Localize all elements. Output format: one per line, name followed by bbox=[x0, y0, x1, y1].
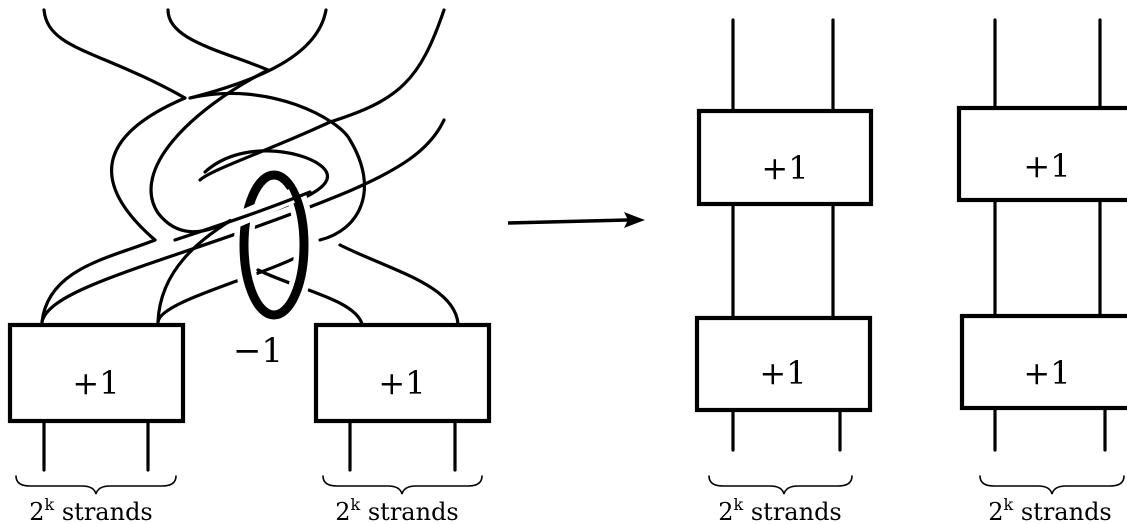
strand-base: 2 bbox=[29, 498, 44, 524]
strand-label: 2k strands bbox=[718, 495, 842, 524]
strand-exp: k bbox=[351, 495, 361, 514]
diagonal-band-b bbox=[156, 248, 312, 324]
strand-s1 bbox=[42, 8, 187, 100]
strand-base: 2 bbox=[335, 498, 350, 524]
strand-label: 2k strands bbox=[988, 495, 1112, 524]
strand-word: strands bbox=[1013, 498, 1112, 524]
box-frame bbox=[959, 313, 1127, 411]
strand-base: 2 bbox=[988, 498, 1003, 524]
strand-label: 2k strands bbox=[29, 495, 153, 524]
diagonal-band-a bbox=[40, 118, 446, 324]
left-diagram: +1 +1 −1 2k strands 2k strands bbox=[7, 8, 492, 524]
left-brace-1: 2k strands bbox=[15, 475, 177, 524]
strand-s3 bbox=[188, 8, 328, 100]
surgery-ring bbox=[173, 163, 314, 327]
box-frame bbox=[313, 322, 492, 424]
twisted-strands bbox=[40, 8, 460, 326]
strand-lower-right-b bbox=[338, 243, 460, 326]
strand-lower-right-a bbox=[256, 268, 364, 326]
box-label: +1 bbox=[72, 364, 119, 402]
strand-base: 2 bbox=[718, 498, 733, 524]
arrow-shaft bbox=[507, 218, 629, 225]
overpass-strand bbox=[173, 190, 312, 242]
band-upper-edge bbox=[40, 238, 157, 324]
strand-word: strands bbox=[743, 498, 842, 524]
strand-exp: k bbox=[1004, 495, 1014, 514]
transform-arrow bbox=[507, 212, 645, 228]
box-frame bbox=[696, 108, 874, 207]
box-label: +1 bbox=[1023, 147, 1070, 185]
ring-curve bbox=[239, 170, 309, 320]
box-label: +1 bbox=[378, 364, 425, 402]
right-column-2: +1 +1 2k strands bbox=[956, 18, 1127, 524]
strand-word: strands bbox=[360, 498, 459, 524]
box-frame bbox=[7, 322, 186, 424]
left-box-1: +1 bbox=[7, 322, 186, 472]
box-label: +1 bbox=[1023, 354, 1070, 392]
box-frame bbox=[956, 105, 1127, 203]
right-column-1: +1 +1 2k strands bbox=[694, 18, 874, 524]
right-diagram: +1 +1 2k strands +1 +1 2 bbox=[694, 18, 1127, 524]
strand-exp: k bbox=[45, 495, 55, 514]
surgery-coefficient: −1 bbox=[233, 331, 283, 371]
arrow-head-icon bbox=[624, 212, 645, 228]
box-label: +1 bbox=[761, 149, 808, 187]
strand-word: strands bbox=[54, 498, 153, 524]
strand-upper-left-lobe bbox=[110, 96, 187, 242]
box-frame bbox=[694, 315, 873, 413]
left-brace-2: 2k strands bbox=[322, 475, 483, 524]
strand-right-lobe bbox=[188, 92, 366, 242]
strand-exp: k bbox=[734, 495, 744, 514]
left-box-2: +1 bbox=[313, 322, 492, 472]
box-label: +1 bbox=[759, 354, 806, 392]
strand-s2 bbox=[166, 8, 270, 72]
strand-label: 2k strands bbox=[335, 495, 459, 524]
